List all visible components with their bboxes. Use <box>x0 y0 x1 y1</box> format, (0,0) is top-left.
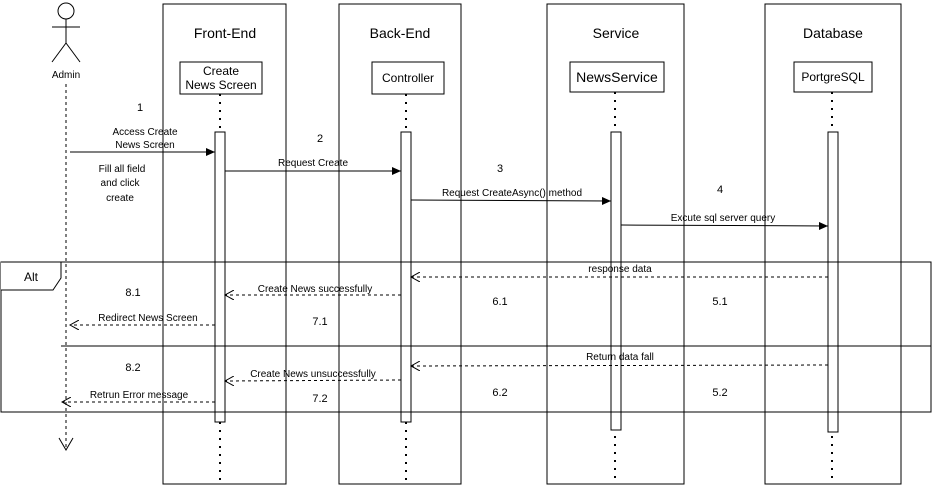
step-number-2: 2 <box>317 133 323 145</box>
lifeline-admin-end-icon <box>58 437 74 451</box>
activation-frontend <box>214 131 226 423</box>
step-number-8-2: 8.2 <box>125 362 140 374</box>
step-number-1: 1 <box>137 102 143 114</box>
lifeline-box-service <box>569 61 665 93</box>
return-7-2-label: Retrun Error message <box>90 390 189 401</box>
lifeline-box-frontend-line1: Create <box>203 64 239 78</box>
alt-label: Alt <box>24 270 39 284</box>
message-4-arrow <box>620 221 829 230</box>
message-1-label-line2: News Screen <box>115 140 174 151</box>
lane-title-frontend: Front-End <box>194 25 256 41</box>
activation-database <box>827 131 839 433</box>
message-1-label-line1: Access Create <box>112 127 177 138</box>
step-number-6-1: 6.1 <box>492 296 507 308</box>
lifeline-box-database-label: PortgreSQL <box>801 70 865 84</box>
return-7-1-label: Redirect News Screen <box>98 313 197 324</box>
lifeline-box-frontend-line2: News Screen <box>185 78 256 92</box>
message-3-arrow <box>410 196 612 205</box>
step-number-7-1: 7.1 <box>312 316 327 328</box>
alt-frame-tab <box>1 261 62 291</box>
step-number-3: 3 <box>497 163 503 175</box>
alt-frame <box>0 261 932 413</box>
step-number-5-2: 5.2 <box>712 387 727 399</box>
note-fill-field-line1: Fill all field <box>99 164 146 175</box>
return-5-2-label: Return data fall <box>586 352 654 363</box>
lifeline-box-service-label: NewsService <box>576 69 658 85</box>
step-number-4: 4 <box>717 184 723 196</box>
return-6-2-label: Create News unsuccessfully <box>250 369 376 380</box>
message-2-label: Request Create <box>278 158 348 169</box>
return-6-2-arrow <box>225 380 402 381</box>
lifeline-box-backend <box>371 61 445 95</box>
message-3-label: Request CreateAsync() method <box>442 188 582 199</box>
step-number-8-1: 8.1 <box>125 287 140 299</box>
activation-backend <box>400 131 412 423</box>
note-fill-field-line3: create <box>106 193 134 204</box>
lane-title-backend: Back-End <box>370 25 431 41</box>
lane-title-database: Database <box>803 25 863 41</box>
activation-service <box>610 131 622 431</box>
lifeline-box-frontend <box>179 61 263 95</box>
step-number-6-2: 6.2 <box>492 387 507 399</box>
step-number-7-2: 7.2 <box>312 393 327 405</box>
lifeline-box-backend-label: Controller <box>382 71 434 85</box>
return-6-1-label: Create News successfully <box>258 284 372 295</box>
message-4-label: Excute sql server query <box>671 213 776 224</box>
return-5-1-label: response data <box>588 264 652 275</box>
note-fill-field-line2: and click <box>101 178 141 189</box>
actor-admin-icon <box>51 2 81 63</box>
actor-label: Admin <box>52 70 80 81</box>
step-number-5-1: 5.1 <box>712 296 727 308</box>
lane-title-service: Service <box>593 25 640 41</box>
